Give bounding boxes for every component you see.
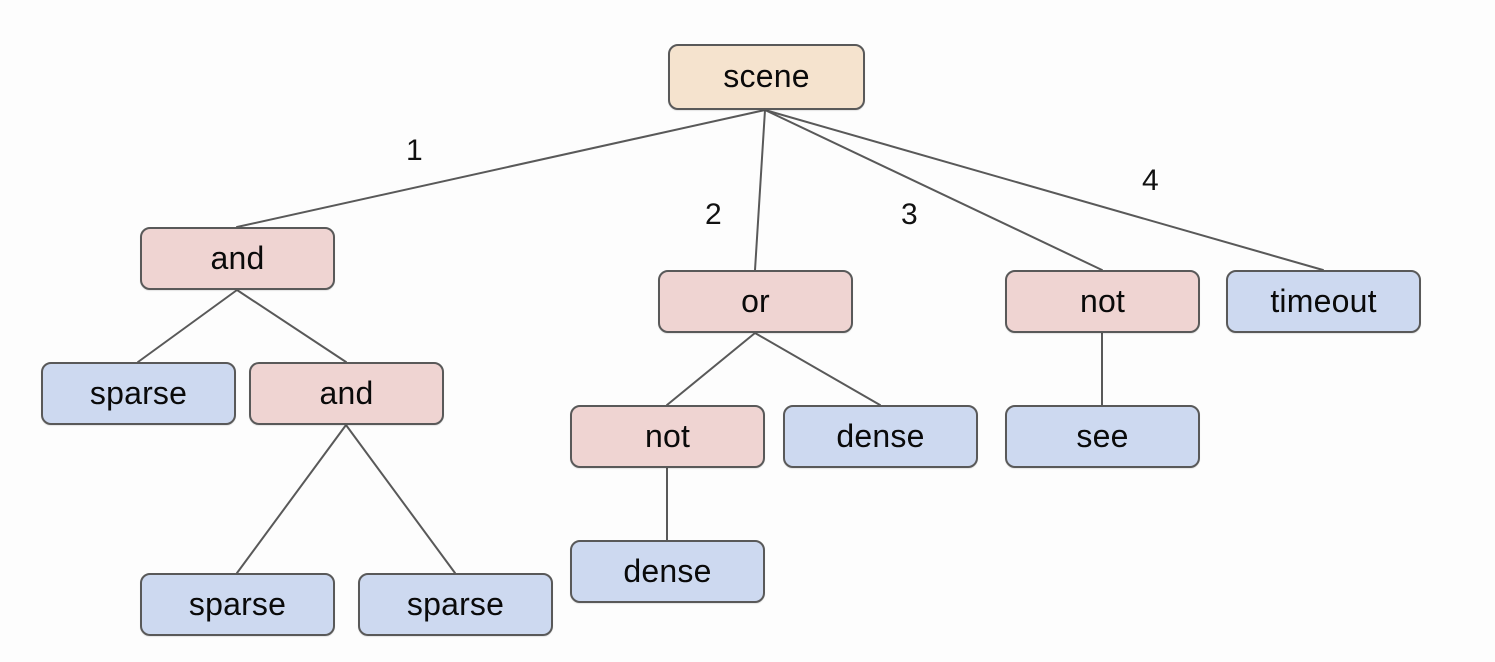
tree-node-sparse3[interactable]: sparse xyxy=(358,573,553,636)
tree-node-label: and xyxy=(210,239,265,276)
tree-edge xyxy=(236,424,347,574)
tree-edge xyxy=(137,289,238,363)
tree-node-label: sparse xyxy=(89,374,188,411)
tree-node-label: see xyxy=(1076,417,1129,454)
tree-node-dense1[interactable]: dense xyxy=(783,405,978,468)
tree-node-label: dense xyxy=(836,417,925,454)
tree-node-label: not xyxy=(1079,282,1126,319)
tree-edge xyxy=(764,109,1324,271)
tree-node-label: and xyxy=(319,374,374,411)
edge-label-4: 4 xyxy=(1142,164,1159,197)
tree-edge xyxy=(666,332,756,406)
tree-node-sparse2[interactable]: sparse xyxy=(140,573,335,636)
tree-node-label: timeout xyxy=(1270,282,1377,319)
tree-node-sparse1[interactable]: sparse xyxy=(41,362,236,425)
edge-label-3: 3 xyxy=(901,198,918,231)
tree-node-label: scene xyxy=(723,58,810,94)
tree-node-label: or xyxy=(741,282,770,319)
tree-node-label: sparse xyxy=(406,585,505,622)
tree-node-not1[interactable]: not xyxy=(570,405,765,468)
tree-node-dense2[interactable]: dense xyxy=(570,540,765,603)
edge-label-2: 2 xyxy=(705,198,722,231)
tree-edge xyxy=(764,109,1103,271)
tree-edge xyxy=(345,424,456,574)
tree-node-see1[interactable]: see xyxy=(1005,405,1200,468)
tree-edge xyxy=(236,109,766,228)
tree-node-label: not xyxy=(644,417,691,454)
tree-node-and2[interactable]: and xyxy=(249,362,444,425)
tree-node-not2[interactable]: not xyxy=(1005,270,1200,333)
tree-edge xyxy=(236,289,347,363)
tree-node-label: sparse xyxy=(188,585,287,622)
tree-node-scene[interactable]: scene xyxy=(668,44,865,110)
edge-label-1: 1 xyxy=(406,134,423,167)
tree-node-and1[interactable]: and xyxy=(140,227,335,290)
tree-node-label: dense xyxy=(623,552,712,589)
tree-edge xyxy=(754,332,881,406)
tree-edge xyxy=(754,109,766,271)
tree-node-or1[interactable]: or xyxy=(658,270,853,333)
tree-node-timeout1[interactable]: timeout xyxy=(1226,270,1421,333)
